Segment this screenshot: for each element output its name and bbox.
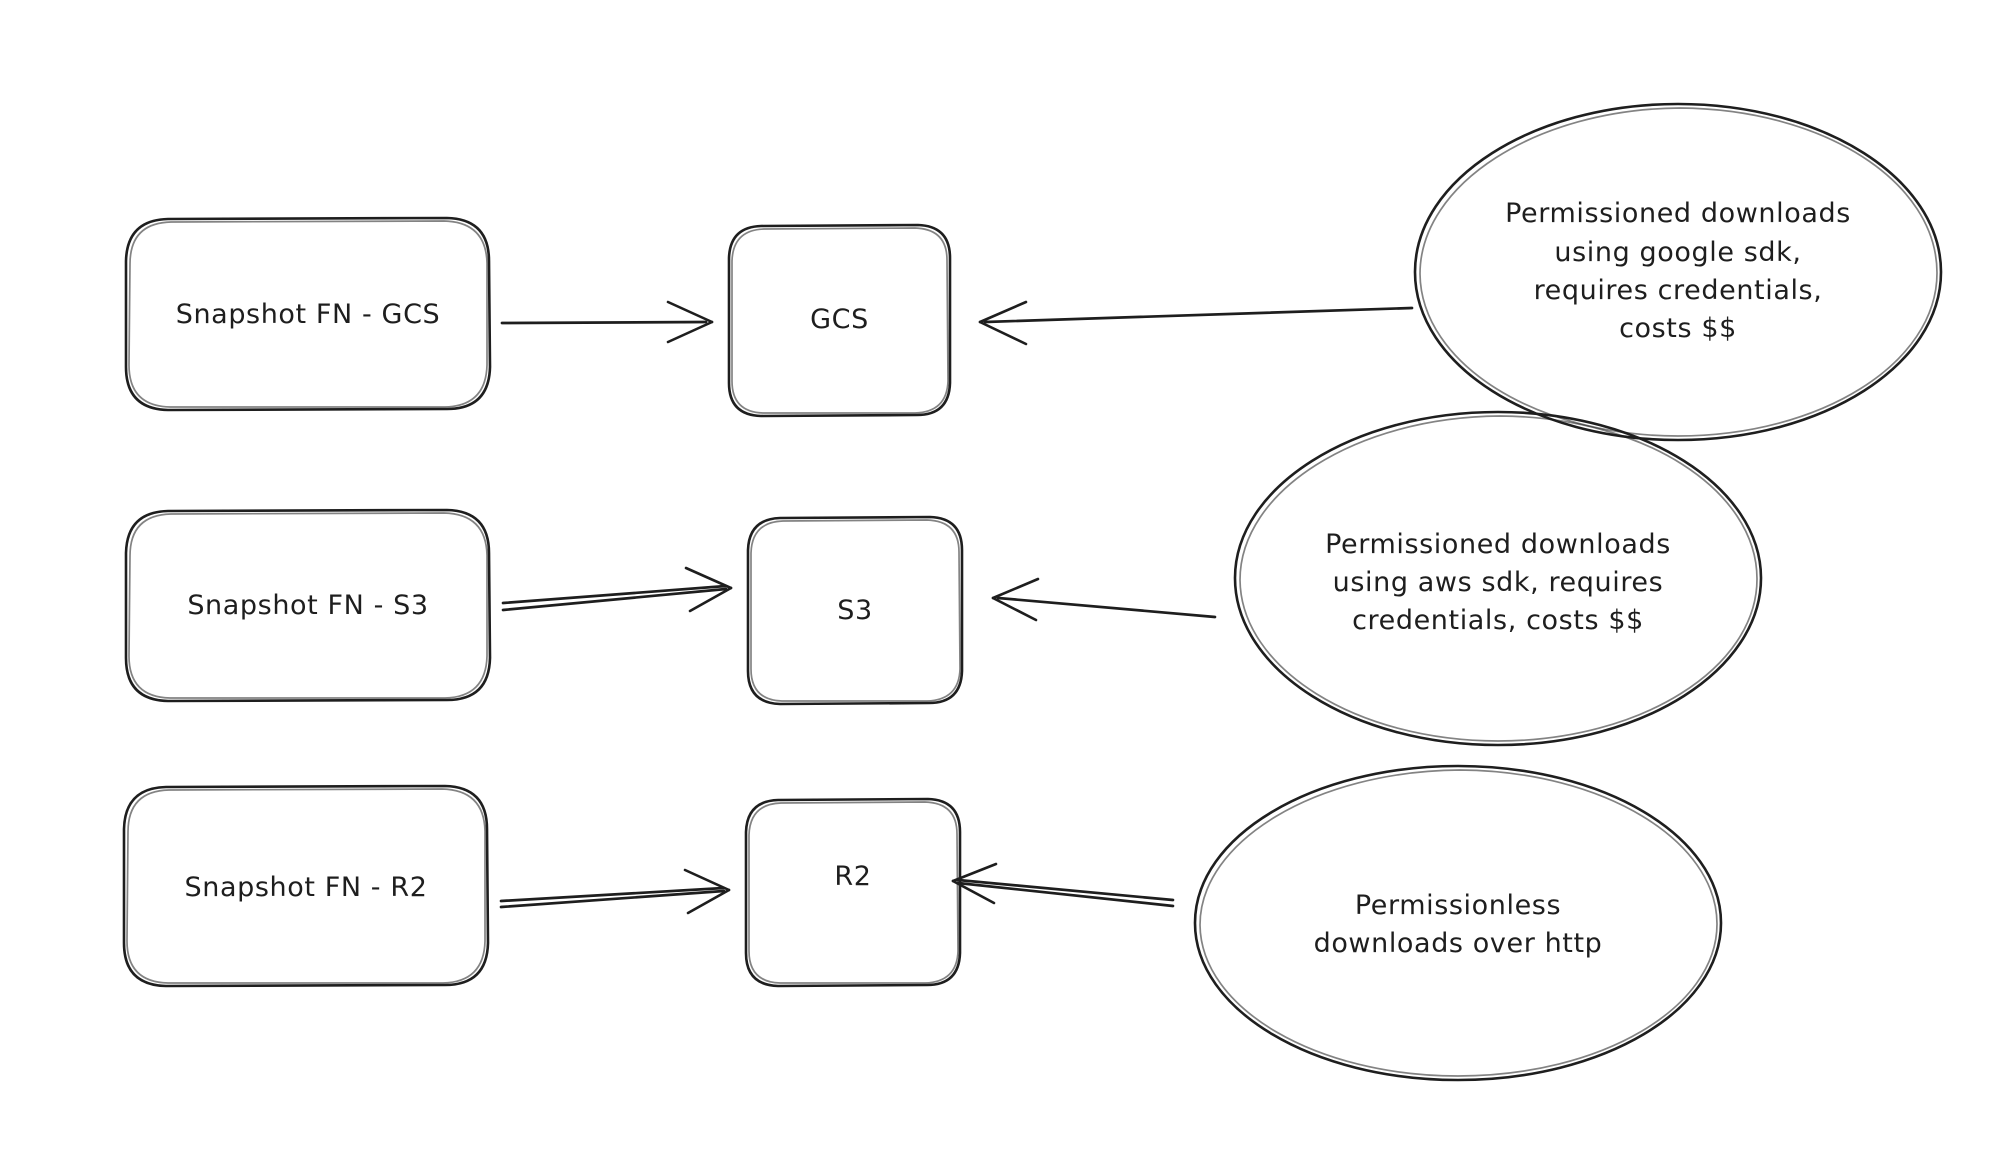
node-gcs-shape[interactable]	[727, 223, 952, 418]
node-snapshot-fn-s3-shape[interactable]	[124, 508, 492, 703]
edge-note-gcs-to-gcs	[978, 300, 1414, 346]
edge-snapshot-fn-r2-to-r2	[499, 868, 731, 915]
node-snapshot-fn-r2-shape[interactable]	[122, 784, 490, 988]
note-ellipse-s3[interactable]	[1233, 410, 1763, 747]
edge-note-r2-to-r2	[951, 862, 1175, 908]
note-ellipse-gcs[interactable]	[1413, 102, 1943, 442]
edge-snapshot-fn-gcs-to-gcs	[500, 300, 714, 344]
note-ellipse-r2[interactable]	[1193, 764, 1723, 1082]
edge-snapshot-fn-s3-to-s3	[501, 566, 733, 613]
edge-note-s3-to-s3	[991, 577, 1217, 622]
node-s3-shape[interactable]	[746, 515, 964, 706]
node-snapshot-fn-gcs-shape[interactable]	[124, 216, 492, 412]
node-r2-shape[interactable]	[744, 797, 962, 988]
